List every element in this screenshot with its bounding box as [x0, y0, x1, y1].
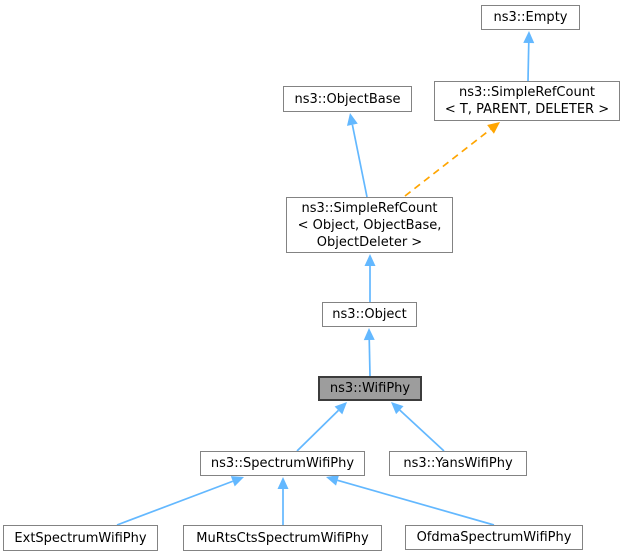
node-label: ns3::Object	[332, 307, 407, 322]
node-label: < T, PARENT, DELETER >	[444, 102, 610, 117]
node-ns3-spectrumwifiphy[interactable]: ns3::SpectrumWifiPhy	[200, 451, 365, 476]
node-label: ns3::Empty	[493, 10, 568, 25]
edge-ofdmaspectrumwifiphy-to-ns3-spectrumwifiphy	[326, 475, 495, 526]
node-ofdmaspectrumwifiphy[interactable]: OfdmaSpectrumWifiPhy	[405, 525, 583, 550]
node-label: OfdmaSpectrumWifiPhy	[416, 530, 572, 545]
node-ns3-wifiphy: ns3::WifiPhy	[318, 376, 422, 401]
edge-ns3-object-to-ns3-simplerefcount-object	[364, 254, 376, 302]
edge-ns3-wifiphy-to-ns3-object	[363, 328, 375, 377]
edge-ns3-simplerefcount-t-to-ns3-empty	[523, 31, 535, 82]
node-ns3-objectbase[interactable]: ns3::ObjectBase	[283, 86, 412, 112]
edge-ns3-simplerefcount-object-to-ns3-simplerefcount-t	[404, 122, 500, 197]
edge-murtsctsspectrumwifiphy-to-ns3-spectrumwifiphy	[277, 477, 289, 525]
node-label: ns3::ObjectBase	[294, 91, 401, 107]
node-label: ns3::YansWifiPhy	[403, 456, 513, 471]
node-label: ns3::WifiPhy	[329, 381, 411, 396]
node-ns3-yanswifiphy[interactable]: ns3::YansWifiPhy	[389, 451, 527, 476]
node-label: MuRtsCtsSpectrumWifiPhy	[196, 530, 369, 546]
edge-ns3-spectrumwifiphy-to-ns3-wifiphy	[296, 402, 347, 452]
node-extspectrumwifiphy[interactable]: ExtSpectrumWifiPhy	[3, 525, 158, 551]
node-label: ns3::SimpleRefCount	[458, 85, 596, 100]
edge-ns3-yanswifiphy-to-ns3-wifiphy	[391, 402, 445, 452]
node-label: < Object, ObjectBase,	[297, 217, 442, 233]
node-label: ns3::SpectrumWifiPhy	[210, 456, 355, 471]
node-murtsctsspectrumwifiphy[interactable]: MuRtsCtsSpectrumWifiPhy	[183, 525, 382, 551]
node-ns3-empty[interactable]: ns3::Empty	[481, 5, 580, 30]
edge-extspectrumwifiphy-to-ns3-spectrumwifiphy	[116, 476, 244, 526]
node-ns3-simplerefcount-t-parent-deleter[interactable]: ns3::SimpleRefCount < T, PARENT, DELETER…	[434, 81, 620, 121]
node-ns3-simplerefcount-object[interactable]: ns3::SimpleRefCount < Object, ObjectBase…	[286, 197, 453, 253]
node-label: ExtSpectrumWifiPhy	[14, 530, 147, 546]
edge-ns3-simplerefcount-object-to-ns3-objectbase	[346, 113, 368, 198]
node-label: ObjectDeleter >	[316, 234, 423, 250]
node-label: ns3::SimpleRefCount	[301, 200, 438, 216]
node-ns3-object[interactable]: ns3::Object	[322, 302, 417, 327]
